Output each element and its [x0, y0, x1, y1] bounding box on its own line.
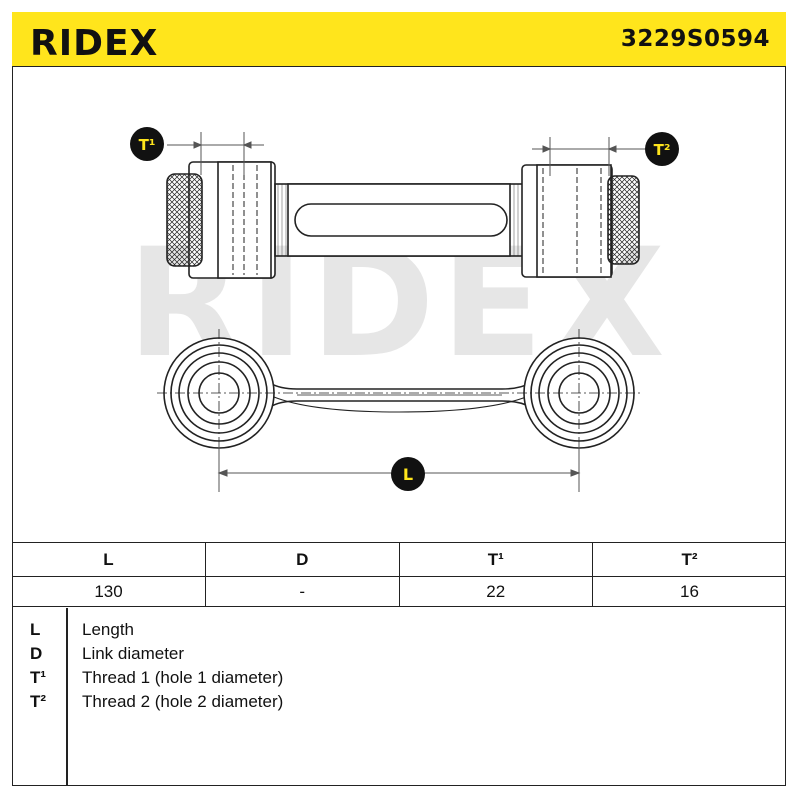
spec-value-t1: 22 — [398, 576, 593, 607]
t2-dimension — [532, 137, 647, 176]
legend-desc: Thread 1 (hole 1 diameter) — [82, 668, 284, 687]
legend-key: T² — [30, 692, 47, 711]
side-view — [166, 161, 640, 279]
spec-header-d: D — [205, 542, 399, 577]
shaft-slot — [294, 203, 508, 237]
technical-drawing: RIDEX — [127, 127, 679, 492]
spec-value-d: - — [205, 576, 399, 607]
spec-header-t1: T¹ — [398, 542, 593, 577]
part-number: 3229S0594 — [620, 26, 770, 52]
legend-item: T² Thread 2 (hole 2 diameter) — [12, 692, 712, 716]
t1-callout: T¹ — [130, 127, 164, 161]
spec-header-row: L D T¹ T² — [12, 542, 786, 577]
legend-desc: Thread 2 (hole 2 diameter) — [82, 692, 284, 711]
t1-dimension — [167, 132, 264, 175]
right-knurl — [607, 175, 640, 265]
shaft-face — [287, 183, 511, 257]
brand-logo-text: RIDEX — [30, 24, 158, 58]
header-bar: RIDEX 3229S0594 — [12, 12, 786, 67]
legend-key: L — [30, 620, 41, 639]
legend-desc: Length — [82, 620, 134, 639]
l-callout-label: L — [403, 465, 413, 484]
legend-item: L Length — [12, 620, 712, 644]
brand-logo: RIDEX — [30, 24, 158, 58]
right-bush-inner — [536, 164, 612, 278]
l-callout: L — [391, 457, 425, 491]
spec-value-t2: 16 — [592, 576, 786, 607]
legend-key: T¹ — [30, 668, 47, 687]
left-knurl — [166, 173, 203, 267]
legend: L Length D Link diameter T¹ Thread 1 (ho… — [12, 608, 786, 786]
t2-callout: T² — [645, 132, 679, 166]
spec-header-l: L — [12, 542, 206, 577]
legend-item: T¹ Thread 1 (hole 1 diameter) — [12, 668, 712, 692]
legend-item: D Link diameter — [12, 644, 712, 668]
legend-divider — [66, 608, 68, 786]
t2-callout-label: T² — [654, 141, 671, 159]
spec-table: L D T¹ T² 130 - 22 16 — [12, 542, 786, 607]
t1-callout-label: T¹ — [139, 136, 156, 154]
legend-key: D — [30, 644, 43, 663]
top-view — [157, 329, 642, 487]
spec-value-l: 130 — [12, 576, 206, 607]
spec-header-t2: T² — [592, 542, 786, 577]
legend-desc: Link diameter — [82, 644, 185, 663]
spec-value-row: 130 - 22 16 — [12, 576, 786, 607]
